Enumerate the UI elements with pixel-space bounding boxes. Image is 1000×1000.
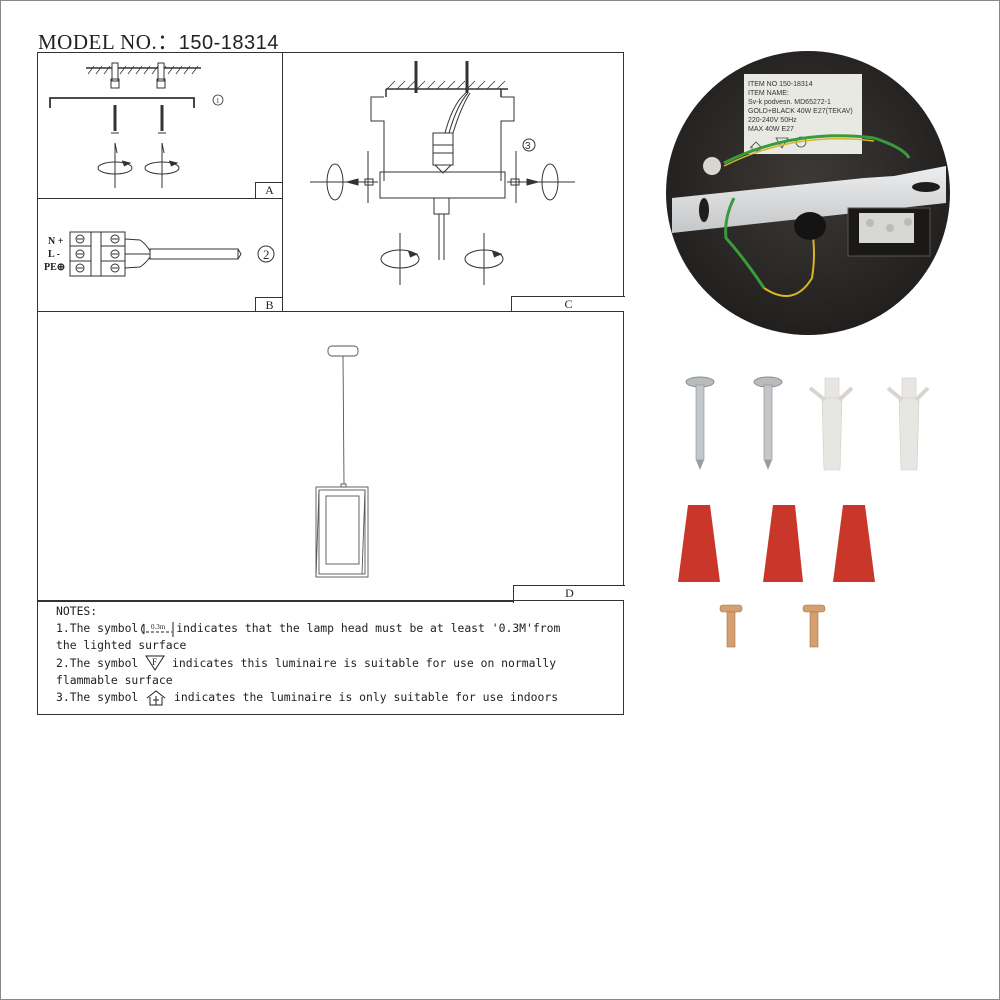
canopy-assembly-diagram-c: 3 (310, 61, 575, 285)
instruction-sheet: 1 A (37, 52, 625, 715)
svg-text:ITEM NAME:: ITEM NAME: (748, 90, 789, 97)
svg-text:2: 2 (263, 247, 270, 262)
terminal-block-diagram-b: 2 N + L - PE⊕ (44, 231, 275, 277)
note-3: 3.The symbol indicates the luminaire is … (56, 689, 559, 706)
note-2-cont: flammable surface (56, 672, 173, 687)
svg-text:Sv-k podvesn. MD65272-1: Sv-k podvesn. MD65272-1 (748, 99, 831, 106)
wood-screw-icon (753, 376, 783, 470)
wire-connector-icon (678, 505, 720, 582)
svg-text:F: F (152, 657, 157, 667)
notes-title: NOTES: (56, 604, 98, 618)
wood-screw-icon (685, 376, 715, 470)
distance-symbol-icon: 0.3m (138, 621, 176, 637)
panel-c-tag: C (511, 296, 625, 313)
panel-b-tag: B (255, 297, 283, 313)
accessories-photo (670, 370, 940, 670)
svg-text:1: 1 (216, 97, 220, 105)
mounting-bracket (672, 166, 946, 233)
svg-text:220-240V 50Hz: 220-240V 50Hz (748, 117, 797, 124)
ceiling-mount-diagram-a: 1 (49, 62, 224, 188)
canopy-interior-image: ITEM NO 150-18314 ITEM NAME: Sv-k podves… (666, 51, 950, 335)
indoor-house-icon (145, 689, 167, 706)
note-2: 2.The symbol F indicates this luminaire … (56, 655, 557, 672)
terminal-label-pe: PE⊕ (44, 262, 65, 273)
panel-c: 3 C (282, 52, 625, 313)
terminal-label-l: L - (48, 249, 60, 260)
panel-d-tag: D (513, 585, 625, 603)
flammable-surface-f-icon: F (145, 655, 166, 672)
wire-connector-icon (763, 505, 803, 582)
accessories-image (678, 376, 930, 648)
svg-text:3: 3 (525, 141, 531, 152)
panel-d: D (37, 311, 625, 603)
brass-screw-icon (719, 604, 743, 648)
note-1-cont: the lighted surface (56, 638, 187, 653)
brass-screw-icon (802, 604, 826, 648)
wire-connector-icon (833, 505, 875, 582)
model-number: 150-18314 (178, 32, 279, 54)
svg-text:ITEM NO 150-18314: ITEM NO 150-18314 (748, 81, 813, 88)
pendant-lamp-drawing-d (315, 345, 369, 578)
panel-b: 2 N + L - PE⊕ B (37, 198, 284, 313)
wall-plug-icon (808, 377, 854, 471)
wall-plug-icon (886, 377, 930, 471)
terminal-label-n: N + (48, 236, 64, 247)
panel-a: 1 A (37, 52, 284, 199)
svg-text:GOLD+BLACK 40W E27(TEKAV): GOLD+BLACK 40W E27(TEKAV) (748, 108, 853, 115)
canopy-photo: ITEM NO 150-18314 ITEM NAME: Sv-k podves… (664, 48, 956, 340)
model-number-header: MODEL NO.：150-18314 (38, 26, 279, 56)
panel-a-tag: A (255, 182, 283, 198)
svg-text:MAX 40W E27: MAX 40W E27 (748, 126, 794, 133)
svg-text:0.3m: 0.3m (151, 623, 166, 631)
model-label: MODEL NO.： (38, 30, 179, 54)
